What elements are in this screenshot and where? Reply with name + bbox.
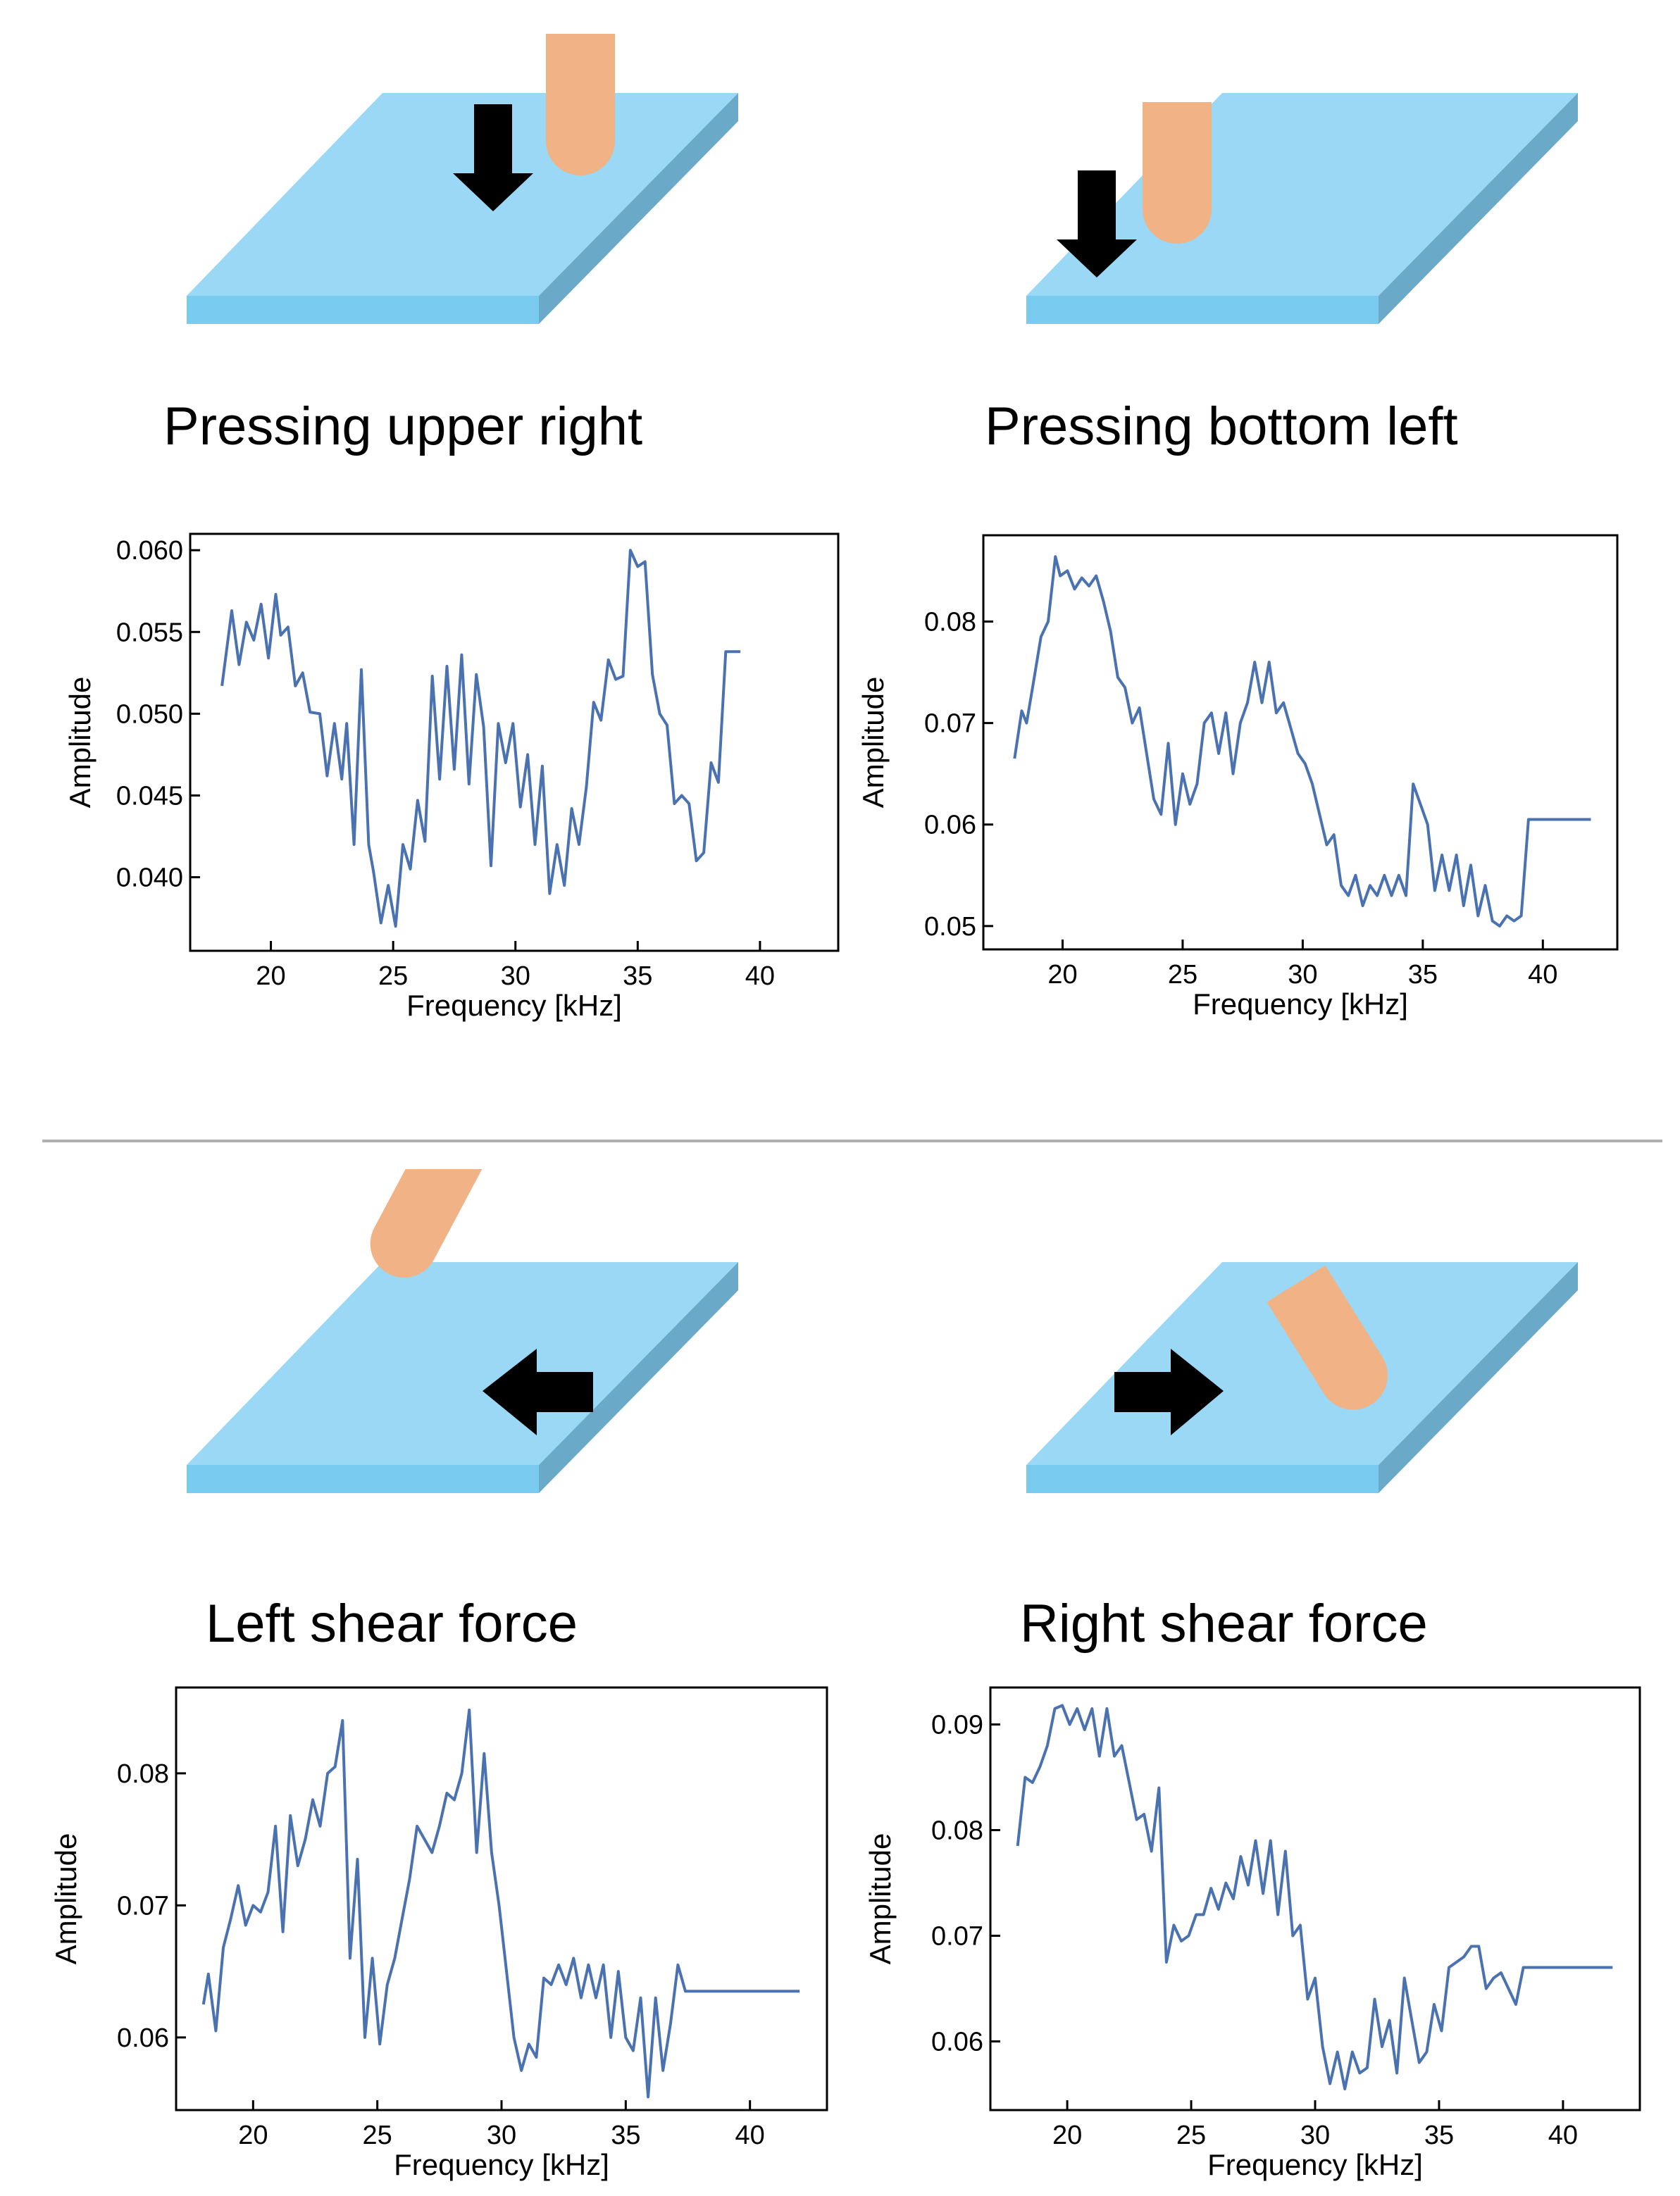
x-tick-label: 30 — [501, 961, 530, 991]
line-chart: 20 25 30 35 40 0.040 0.045 0.050 0.055 0.060Frequ… — [63, 532, 840, 1022]
y-axis-label: Amplitude — [63, 677, 97, 809]
finger-icon — [1267, 1265, 1388, 1410]
illustration — [187, 1169, 738, 1493]
section-divider — [42, 1140, 1662, 1142]
x-tick-label: 25 — [1168, 960, 1197, 990]
plate-top — [1026, 1262, 1578, 1465]
illustration — [1026, 1262, 1578, 1493]
x-tick-label: 20 — [1052, 2121, 1082, 2150]
y-axis-label: Amplitude — [864, 1833, 897, 1965]
plate-side — [539, 1262, 738, 1493]
panel-title: Left shear force — [206, 1594, 578, 1654]
y-axis-label: Amplitude — [49, 1833, 82, 1965]
y-tick-label: 0.040 — [116, 863, 183, 893]
x-tick-label: 30 — [1300, 2121, 1330, 2150]
plate-side — [1379, 93, 1578, 324]
arrow-down-icon — [1057, 170, 1137, 277]
plate-side — [539, 93, 738, 324]
plate-top — [187, 1262, 738, 1465]
x-tick-label: 35 — [1408, 960, 1438, 990]
x-tick-label: 35 — [1424, 2121, 1454, 2150]
y-tick-label: 0.08 — [931, 1816, 983, 1846]
y-tick-label: 0.09 — [931, 1711, 983, 1740]
x-tick-label: 40 — [745, 961, 775, 991]
y-axis-label: Amplitude — [857, 677, 890, 809]
x-axis-label: Frequency [kHz] — [394, 2148, 609, 2181]
plate-top — [1026, 93, 1578, 296]
x-tick-label: 25 — [363, 2121, 392, 2150]
x-tick-label: 35 — [623, 961, 652, 991]
y-tick-label: 0.07 — [117, 1891, 169, 1921]
y-tick-label: 0.05 — [924, 912, 976, 942]
y-tick-label: 0.050 — [116, 699, 183, 729]
finger-icon — [1143, 102, 1212, 244]
x-tick-label: 20 — [238, 2121, 268, 2150]
illustration — [187, 34, 738, 324]
plot-frame — [989, 1686, 1641, 2111]
y-tick-label: 0.06 — [931, 2028, 983, 2057]
y-tick-label: 0.07 — [931, 1922, 983, 1952]
illustration — [1026, 93, 1578, 324]
finger-icon — [546, 34, 615, 175]
y-tick-label: 0.060 — [116, 536, 183, 566]
x-tick-label: 20 — [256, 961, 285, 991]
series-line — [220, 549, 741, 928]
plate-front — [1026, 1465, 1379, 1493]
y-tick-label: 0.06 — [924, 811, 976, 840]
panel-title: Pressing upper right — [163, 397, 643, 456]
plate-front — [1026, 296, 1379, 324]
x-tick-label: 35 — [611, 2121, 640, 2150]
x-tick-label: 20 — [1047, 960, 1077, 990]
plot-frame — [982, 534, 1619, 951]
x-tick-label: 25 — [1176, 2121, 1206, 2150]
plate-front — [187, 296, 539, 324]
plate-side — [1379, 1262, 1578, 1493]
y-tick-label: 0.08 — [924, 608, 976, 637]
y-tick-label: 0.045 — [116, 781, 183, 811]
x-tick-label: 25 — [378, 961, 408, 991]
x-tick-label: 40 — [735, 2121, 765, 2150]
x-axis-label: Frequency [kHz] — [406, 989, 622, 1022]
series-line — [201, 1708, 800, 2099]
y-tick-label: 0.07 — [924, 709, 976, 739]
arrow-down-icon — [453, 104, 533, 211]
series-line — [1016, 1704, 1613, 2090]
y-tick-label: 0.08 — [117, 1759, 169, 1789]
arrow-right-icon — [1114, 1349, 1224, 1435]
x-tick-label: 40 — [1548, 2121, 1578, 2150]
finger-icon — [370, 1169, 484, 1278]
y-tick-label: 0.055 — [116, 618, 183, 647]
plot-frame — [189, 532, 840, 952]
y-tick-label: 0.06 — [117, 2023, 169, 2053]
plate-front — [187, 1465, 539, 1493]
x-tick-label: 30 — [1288, 960, 1317, 990]
x-axis-label: Frequency [kHz] — [1207, 2148, 1423, 2181]
arrow-left-icon — [483, 1349, 593, 1435]
x-axis-label: Frequency [kHz] — [1193, 987, 1408, 1021]
x-tick-label: 30 — [487, 2121, 516, 2150]
panel-title: Right shear force — [1020, 1594, 1428, 1654]
x-tick-label: 40 — [1528, 960, 1557, 990]
panel-title: Pressing bottom left — [985, 397, 1458, 456]
series-line — [1013, 555, 1591, 928]
